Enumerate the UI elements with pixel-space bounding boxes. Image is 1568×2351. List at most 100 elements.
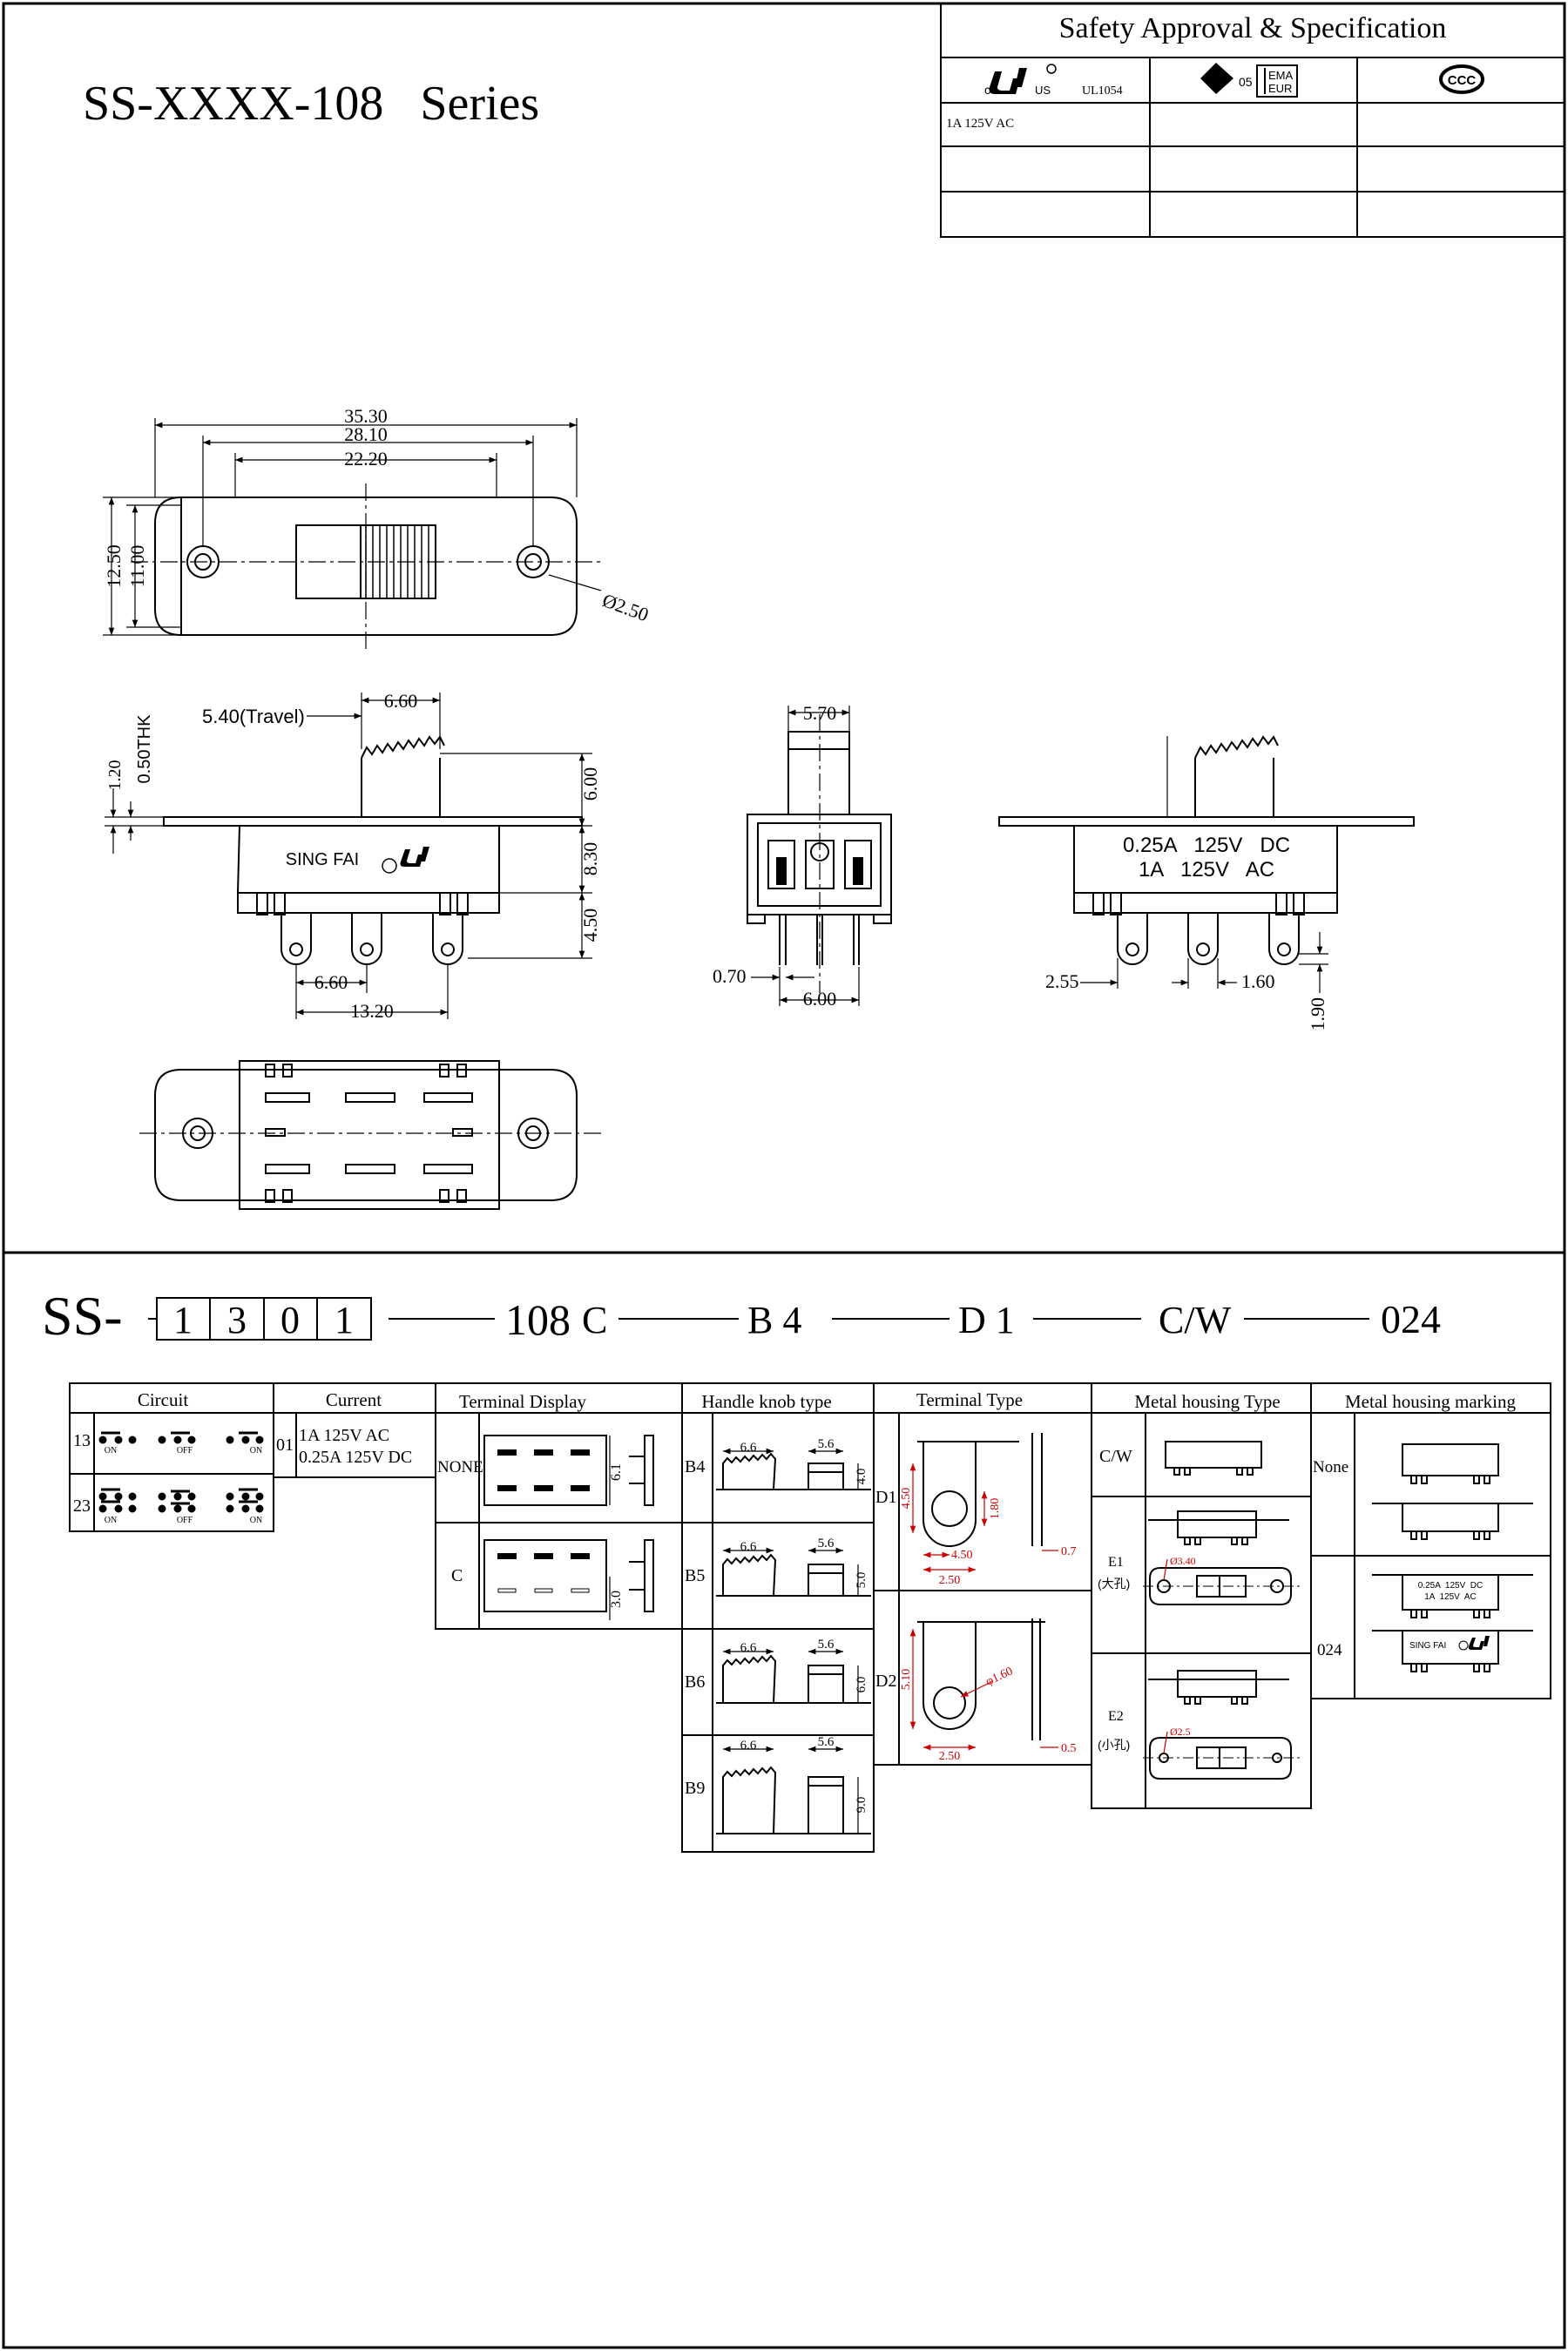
approval-title: Safety Approval & Specification <box>1059 12 1447 44</box>
front-view <box>105 692 592 1019</box>
tt-d2-t: 0.5 <box>1061 1742 1077 1755</box>
td-dim-none: 6.1 <box>609 1463 624 1481</box>
terminal-d1-dims <box>909 1463 1058 1573</box>
svg-text:05: 05 <box>1239 75 1253 89</box>
marking-024-drawing <box>1372 1574 1533 1672</box>
knob-b9-height: 9.0 <box>855 1797 868 1814</box>
hdr-terminal-display: Terminal Display <box>459 1391 587 1412</box>
circuit-code-23: 23 <box>73 1496 91 1516</box>
circuit-23-label-on2: ON <box>250 1516 262 1525</box>
bottom-view <box>139 1060 601 1210</box>
circuit-23-label-on: ON <box>105 1516 117 1525</box>
mht-code-e1: E1 <box>1108 1555 1124 1570</box>
circuit-13-label-off: OFF <box>177 1446 193 1456</box>
circuit-13-label-on2: ON <box>250 1446 262 1456</box>
circuit-code-13: 13 <box>73 1431 91 1450</box>
mht-sub-e1: (大孔) <box>1098 1577 1130 1591</box>
safety-approval-table <box>940 3 1565 238</box>
part-number: SS- 1 3 0 1 108 C B 4 D 1 C/W 024 <box>42 1285 1441 1347</box>
back-view <box>998 735 1415 993</box>
knob-b9-pitch: 5.6 <box>818 1735 835 1749</box>
back-dim-c: 1.90 <box>1307 997 1328 1031</box>
ul-rating: 1A 125V AC <box>946 117 1014 131</box>
knob-code-b5: B5 <box>685 1566 705 1585</box>
top-view <box>103 418 602 653</box>
knob-width-label: 6.60 <box>384 690 418 712</box>
hdr-current: Current <box>326 1389 382 1410</box>
mht-code-e2: E2 <box>1108 1709 1124 1724</box>
circuit-13-label-on: ON <box>105 1446 117 1456</box>
dim-body: 22.20 <box>344 448 388 470</box>
td-code-c: C <box>451 1566 463 1585</box>
current-line1: 1A 125V AC <box>299 1426 389 1445</box>
tt-d1-hole: 1.80 <box>989 1498 1002 1520</box>
svg-text:c: c <box>984 83 990 97</box>
back-rating-line1: 0.25A 125V DC <box>1123 834 1290 857</box>
knob-b9-width: 6.6 <box>740 1739 757 1753</box>
svg-text:US: US <box>1035 84 1051 97</box>
pn-prefix: SS- <box>42 1285 123 1347</box>
pn-knob: B 4 <box>747 1299 801 1341</box>
mhm-code-024: 024 <box>1317 1641 1342 1659</box>
housing-e2-drawing <box>1143 1670 1300 1780</box>
side-terminal-thickness-label: 0.70 <box>713 965 747 987</box>
current-line2: 0.25A 125V DC <box>299 1448 412 1467</box>
housing-e1-drawing <box>1143 1510 1300 1605</box>
knob-b4-pitch: 5.6 <box>818 1437 835 1451</box>
housing-cw-drawing <box>1165 1441 1262 1476</box>
mhm-mark: SING FAI <box>1409 1641 1446 1651</box>
tt-code-d2: D2 <box>875 1672 896 1691</box>
hdr-circuit: Circuit <box>138 1389 188 1410</box>
ul-standard: UL1054 <box>1082 84 1123 98</box>
ccc-mark-icon: CCC <box>1439 64 1484 94</box>
circuit-23-label-off: OFF <box>177 1516 193 1525</box>
knob-b6-width: 6.6 <box>740 1641 757 1655</box>
terminal-d2-drawing <box>917 1618 1045 1740</box>
td-code-none: NONE <box>437 1458 483 1476</box>
body-height-label: 8.30 <box>579 842 601 876</box>
pn-digit-2: 3 <box>227 1299 247 1341</box>
dim-height-outer: 12.50 <box>103 544 125 588</box>
marking-none-drawing <box>1372 1443 1533 1540</box>
knob-b5-pitch: 5.6 <box>818 1537 835 1550</box>
svg-text:EUR: EUR <box>1268 82 1292 95</box>
pn-terminal: C <box>582 1299 607 1341</box>
pn-series: 108 <box>505 1295 571 1344</box>
terminal-d1-drawing <box>917 1433 1043 1547</box>
mhm-line1: 0.25A 125V DC <box>1418 1581 1484 1591</box>
tt-d2-h: 5.10 <box>900 1669 913 1691</box>
tt-d2-w2: 2.50 <box>939 1750 961 1763</box>
back-rating-line2: 1A 125V AC <box>1139 858 1274 882</box>
knob-b4-height: 4.0 <box>855 1469 868 1485</box>
tt-d1-h: 4.50 <box>900 1488 913 1510</box>
mht-dim-e1: Ø3.40 <box>1170 1555 1196 1567</box>
knob-b5-width: 6.6 <box>740 1540 757 1554</box>
mht-dim-e2: Ø2.5 <box>1170 1726 1191 1738</box>
side-knob-width-label: 5.70 <box>803 702 837 724</box>
knob-b4-width: 6.6 <box>740 1441 757 1455</box>
body-marking: SING FAI <box>286 850 359 869</box>
terminal-length-label: 4.50 <box>579 909 601 942</box>
pn-marking: 024 <box>1381 1297 1441 1341</box>
knob-b6-pitch: 5.6 <box>818 1638 835 1652</box>
knob-code-b6: B6 <box>685 1672 705 1692</box>
back-dim-b: 1.60 <box>1241 970 1275 992</box>
hdr-metal-housing-marking: Metal housing marking <box>1345 1391 1516 1412</box>
back-dim-a: 2.55 <box>1045 970 1079 992</box>
mht-code-cw: C/W <box>1099 1447 1132 1466</box>
mht-sub-e2: (小孔) <box>1098 1738 1130 1752</box>
knob-b5-height: 5.0 <box>855 1572 868 1589</box>
kema-keur-icon: 05 EMA EUR <box>1200 63 1298 98</box>
tt-d1-t: 0.7 <box>1061 1545 1077 1558</box>
terminal-pitch-label: 6.60 <box>314 971 348 993</box>
spec-table-lines <box>69 1382 1551 1853</box>
pn-digit-3: 0 <box>280 1299 300 1341</box>
pn-terminal-type: D 1 <box>958 1299 1015 1341</box>
pn-digit-4: 1 <box>335 1299 354 1341</box>
series-title: SS-XXXX-108 Series <box>83 77 539 131</box>
tt-d1-w2: 2.50 <box>939 1574 961 1587</box>
knob-b6-height: 6.0 <box>855 1677 868 1693</box>
dim-overall: 35.30 <box>344 405 388 427</box>
dim-hole-pitch: 28.10 <box>344 423 388 445</box>
